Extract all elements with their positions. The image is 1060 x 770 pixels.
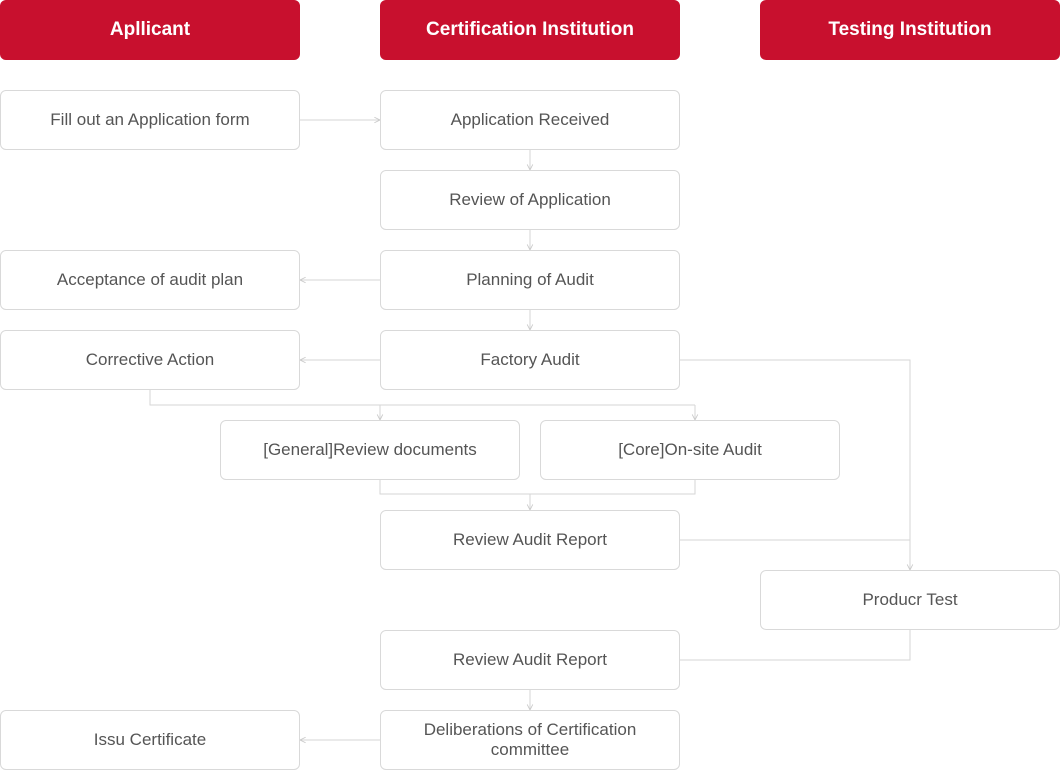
connector-test-to-report2: [680, 630, 911, 661]
step-product-test: Producr Test: [760, 570, 1060, 630]
step-deliberations: Deliberations of Certification committee: [380, 710, 680, 770]
step-factory-audit: Factory Audit: [380, 330, 680, 390]
step-planning-audit: Planning of Audit: [380, 250, 680, 310]
step-core-onsite-audit: [Core]On-site Audit: [540, 420, 840, 480]
step-review-application: Review of Application: [380, 170, 680, 230]
column-header-certification-institution: Certification Institution: [380, 0, 680, 60]
step-issue-certificate: Issu Certificate: [0, 710, 300, 770]
step-acceptance-audit-plan: Acceptance of audit plan: [0, 250, 300, 310]
step-review-audit-report-2: Review Audit Report: [380, 630, 680, 690]
step-application-received: Application Received: [380, 90, 680, 150]
step-corrective-action: Corrective Action: [0, 330, 300, 390]
step-general-review-documents: [General]Review documents: [220, 420, 520, 480]
connector-corrective-split: [149, 390, 695, 406]
step-review-audit-report-1: Review Audit Report: [380, 510, 680, 570]
step-fill-application: Fill out an Application form: [0, 90, 300, 150]
column-header-applicant: Apllicant: [0, 0, 300, 60]
column-header-testing-institution: Testing Institution: [760, 0, 1060, 60]
connector-merge: [379, 480, 696, 495]
